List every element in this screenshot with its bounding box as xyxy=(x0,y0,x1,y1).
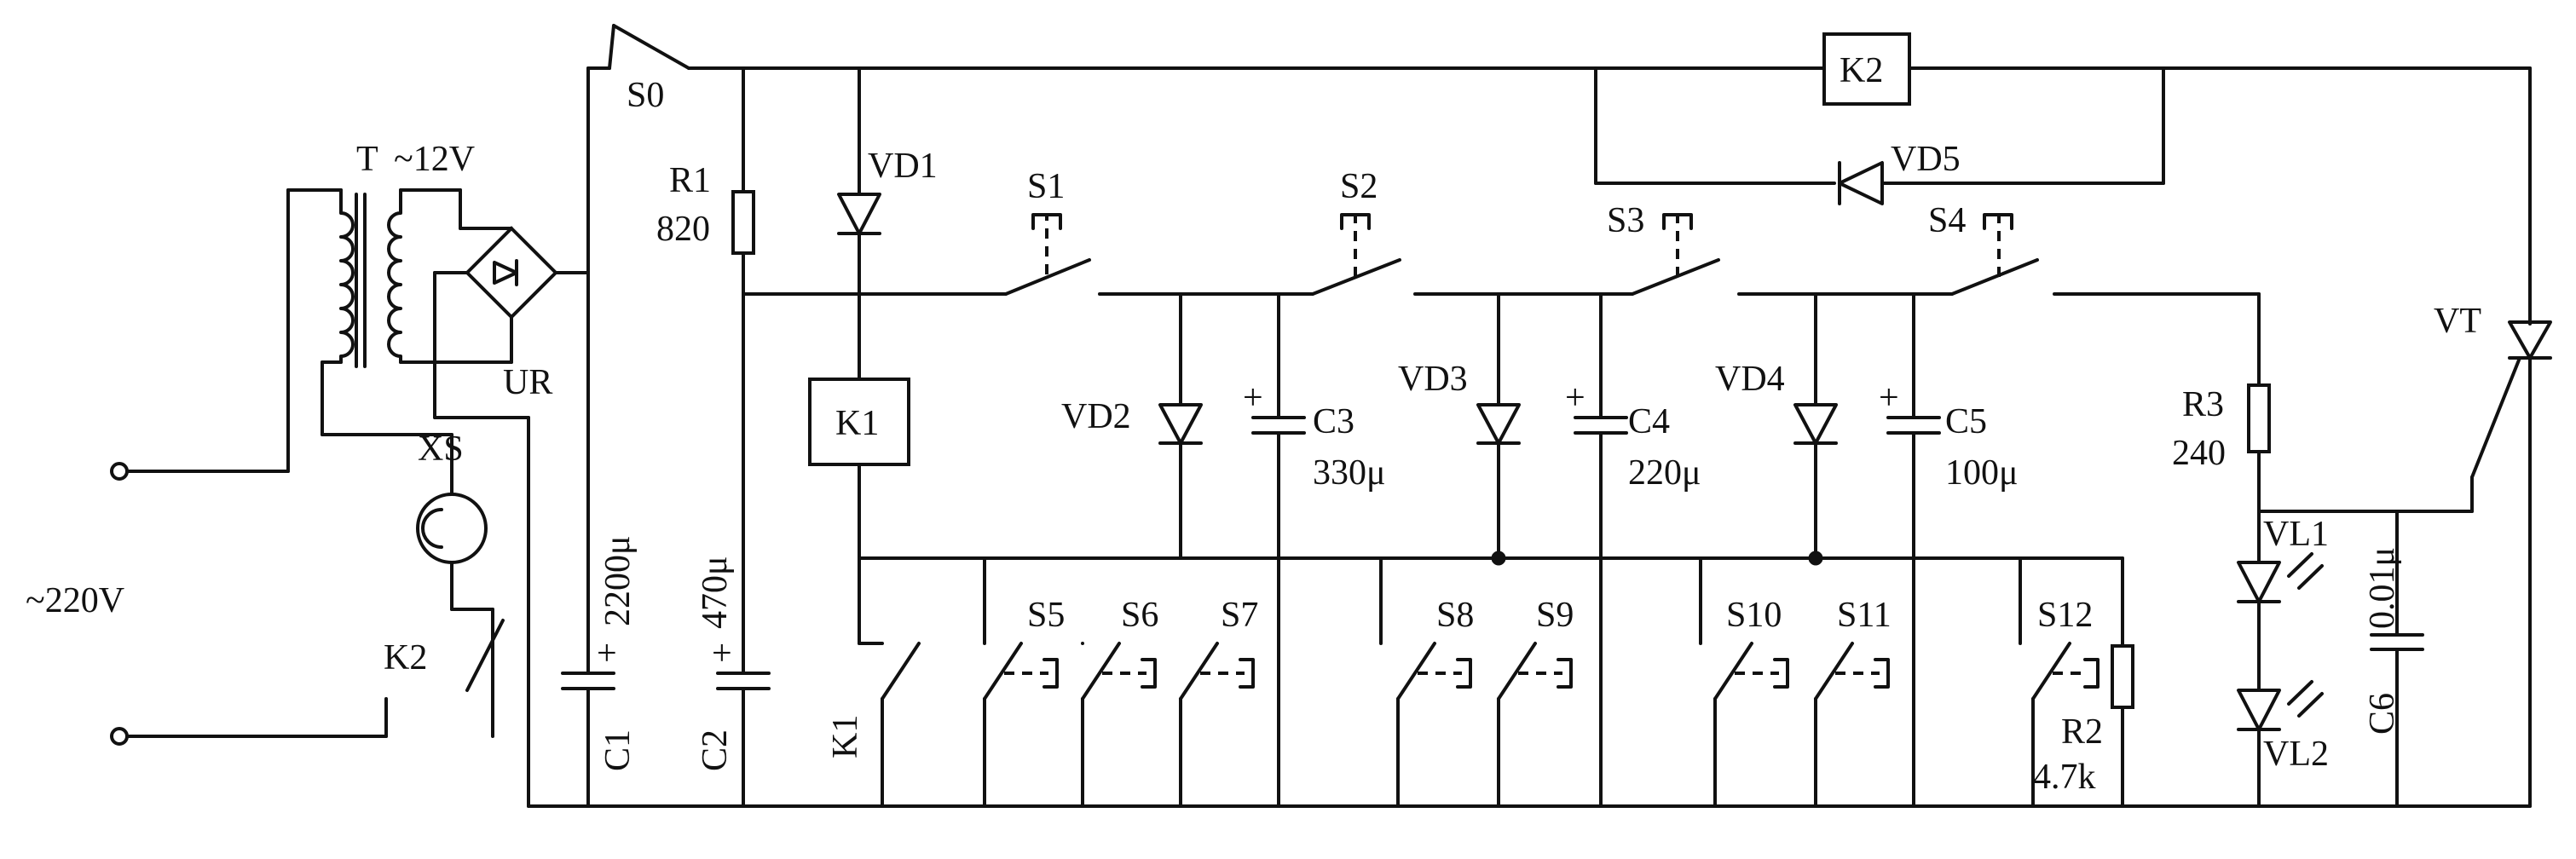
s6-label: S6 xyxy=(1121,596,1158,635)
vl2-label: VL2 xyxy=(2263,735,2329,774)
c1-label: C1 xyxy=(598,729,638,771)
c2-plus: + xyxy=(712,634,732,673)
c4-value: 220μ xyxy=(1628,453,1701,493)
transformer-label: T xyxy=(356,140,378,179)
k1-contact-label: K1 xyxy=(826,715,865,758)
s12-label: S12 xyxy=(2037,596,2093,635)
switch-s1 xyxy=(1004,213,1091,296)
s0-label: S0 xyxy=(627,76,664,115)
diode-vd1 xyxy=(837,66,881,381)
vd4-label: VD4 xyxy=(1715,360,1785,399)
s3-label: S3 xyxy=(1607,201,1644,240)
c2-value: 470μ xyxy=(696,556,735,629)
socket-xs xyxy=(416,493,488,564)
top-rail xyxy=(687,66,2532,808)
switch-s3 xyxy=(1413,213,1720,296)
capacitor-c2 xyxy=(716,672,771,808)
switch-s9 xyxy=(1497,642,1573,808)
switch-s4 xyxy=(1737,213,2039,296)
k1-coil-label: K1 xyxy=(835,404,879,443)
vd2-label: VD2 xyxy=(1061,397,1131,436)
c1-plus: + xyxy=(597,634,617,673)
resistor-r1 xyxy=(731,66,755,675)
vt-label: VT xyxy=(2434,302,2481,341)
r3-value: 240 xyxy=(2172,434,2226,473)
resistor-r2 xyxy=(2111,556,2134,808)
r1-value: 820 xyxy=(656,210,710,249)
switch-s5 xyxy=(983,556,1059,808)
c5-label: C5 xyxy=(1945,402,1987,441)
c4-plus: + xyxy=(1565,378,1585,418)
vd3-label: VD3 xyxy=(1398,360,1468,399)
switch-s11 xyxy=(1814,642,1890,808)
vd5-label: VD5 xyxy=(1891,140,1961,179)
relay-k2-coil xyxy=(1594,32,2165,185)
vl1-label: VL1 xyxy=(2263,515,2329,554)
c4-label: C4 xyxy=(1628,402,1670,441)
diode-vd5 xyxy=(1838,161,1884,205)
c6-label: C6 xyxy=(2363,693,2402,735)
s7-label: S7 xyxy=(1221,596,1258,635)
c3-plus: + xyxy=(1243,378,1263,418)
s10-label: S10 xyxy=(1726,596,1782,635)
diode-vd3 xyxy=(1476,292,1521,566)
diode-vd4 xyxy=(1793,292,1838,566)
r2-label: R2 xyxy=(2061,712,2103,752)
relay-k1-coil xyxy=(808,378,910,560)
switch-s0 xyxy=(586,24,690,274)
relay-k1-contact xyxy=(858,556,921,808)
switch-s2 xyxy=(1098,213,1401,296)
socket-label: XS xyxy=(418,430,464,469)
switch-s12 xyxy=(2019,556,2099,808)
c3-label: C3 xyxy=(1313,402,1354,441)
c3-value: 330μ xyxy=(1313,453,1386,493)
s11-label: S11 xyxy=(1837,596,1892,635)
switch-k2-contact xyxy=(465,608,505,738)
k2-contact-label: K2 xyxy=(384,638,427,677)
c6-value: 0.01μ xyxy=(2363,547,2402,629)
s8-label: S8 xyxy=(1436,596,1474,635)
transformer-voltage: ~12V xyxy=(394,140,475,179)
capacitor-c5 xyxy=(1886,292,1941,808)
c5-value: 100μ xyxy=(1945,453,2019,493)
bridge-label: UR xyxy=(503,363,552,402)
c2-label: C2 xyxy=(696,729,735,771)
bridge-rectifier xyxy=(433,226,590,808)
s2-label: S2 xyxy=(1340,167,1378,206)
s9-label: S9 xyxy=(1536,596,1574,635)
capacitor-c6 xyxy=(2257,510,2424,808)
switch-s8 xyxy=(1379,556,1472,808)
diode-vd2 xyxy=(1158,292,1203,560)
mains-terminals xyxy=(110,188,388,746)
capacitor-c3 xyxy=(1251,292,1306,808)
led-vl1 xyxy=(2237,552,2324,692)
led-vl2 xyxy=(2237,680,2324,808)
vd1-label: VD1 xyxy=(868,147,938,186)
resistor-r3 xyxy=(2247,292,2271,564)
c5-plus: + xyxy=(1879,378,1899,418)
switch-s6 xyxy=(1081,642,1157,808)
r2-value: 4.7k xyxy=(2033,758,2096,797)
s5-label: S5 xyxy=(1027,596,1065,635)
r3-label: R3 xyxy=(2182,385,2224,424)
s4-label: S4 xyxy=(1928,201,1966,240)
c1-value: 2200μ xyxy=(598,535,638,626)
capacitor-c1 xyxy=(561,271,615,808)
thyristor-vt xyxy=(2419,320,2552,513)
transformer xyxy=(321,188,513,611)
capacitor-c4 xyxy=(1574,292,1628,808)
k2-coil-label: K2 xyxy=(1840,51,1883,90)
r1-label: R1 xyxy=(669,161,711,200)
s1-label: S1 xyxy=(1027,167,1065,206)
switch-s7 xyxy=(1179,642,1255,808)
mains-label: ~220V xyxy=(26,581,124,620)
switch-s10 xyxy=(1699,556,1789,808)
